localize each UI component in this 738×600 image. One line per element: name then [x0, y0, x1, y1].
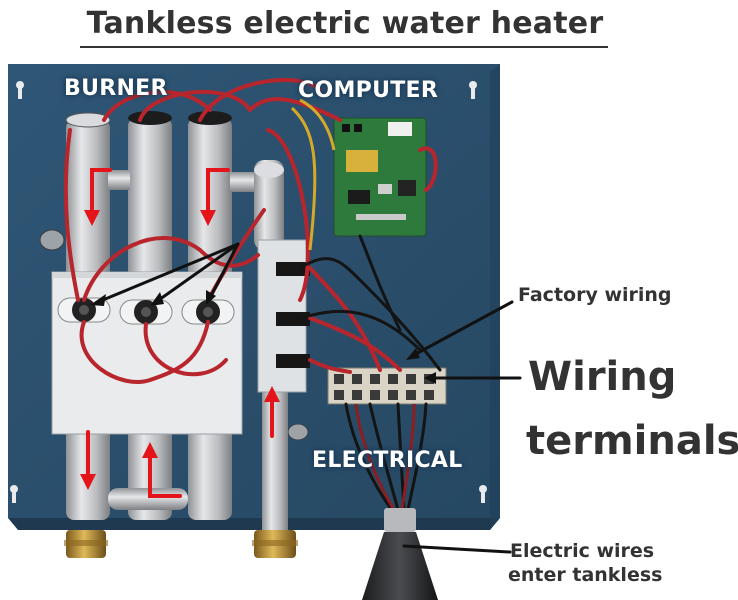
electric-wires-label-line2: enter tankless	[508, 564, 663, 586]
page-title: Tankless electric water heater	[86, 6, 604, 41]
flow-arrow-icon	[264, 386, 280, 438]
wire-entry-cone	[362, 508, 438, 600]
supply-wires	[354, 403, 416, 511]
panel-fittings	[39, 229, 309, 441]
electric-wires-label-line1: Electric wires	[510, 540, 655, 562]
control-circuit-board	[333, 117, 427, 237]
mount-slot-icon	[10, 81, 487, 503]
flow-arrows	[80, 168, 280, 498]
wiring-terminals-label-line1: Wiring	[528, 354, 677, 400]
flow-arrow-icon	[200, 168, 230, 226]
yellow-wires	[290, 98, 336, 251]
flow-arrow-icon	[84, 168, 112, 226]
relay-block	[257, 239, 310, 393]
computer-label: COMPUTER	[298, 78, 439, 103]
title-underline	[80, 46, 608, 48]
pointer-lines	[90, 242, 522, 554]
wiring-terminals-label-line2: terminals	[526, 418, 738, 464]
outlet-pipe	[262, 380, 288, 530]
flow-arrow-icon	[142, 442, 182, 498]
factory-wiring-label: Factory wiring	[518, 284, 672, 306]
brass-fittings	[64, 530, 298, 558]
wiring-terminal-block	[327, 367, 447, 405]
flow-arrow-icon	[80, 430, 96, 490]
electrical-label: ELECTRICAL	[312, 448, 463, 473]
burner-label: BURNER	[64, 76, 168, 101]
